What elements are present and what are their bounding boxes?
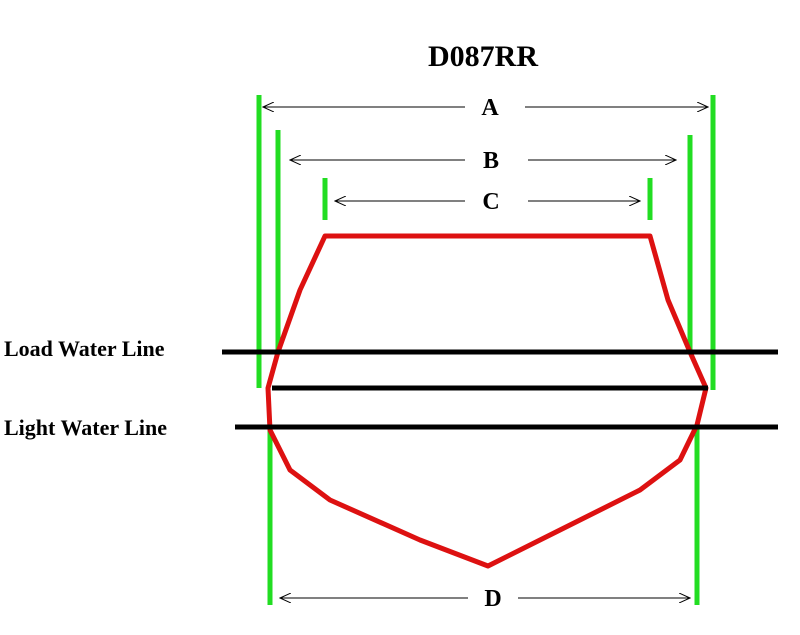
label-a: A bbox=[481, 95, 499, 121]
label-d: D bbox=[484, 586, 501, 612]
label-b: B bbox=[483, 148, 499, 174]
hull-outline bbox=[265, 233, 709, 569]
load-water-line-label: Load Water Line bbox=[4, 336, 165, 361]
diagram-title: D087RR bbox=[428, 40, 538, 73]
light-water-line-label: Light Water Line bbox=[4, 415, 167, 440]
guide-lines bbox=[256, 95, 716, 605]
dimension-arrows bbox=[263, 107, 708, 598]
water-lines bbox=[222, 349, 778, 430]
label-c: C bbox=[482, 189, 499, 215]
